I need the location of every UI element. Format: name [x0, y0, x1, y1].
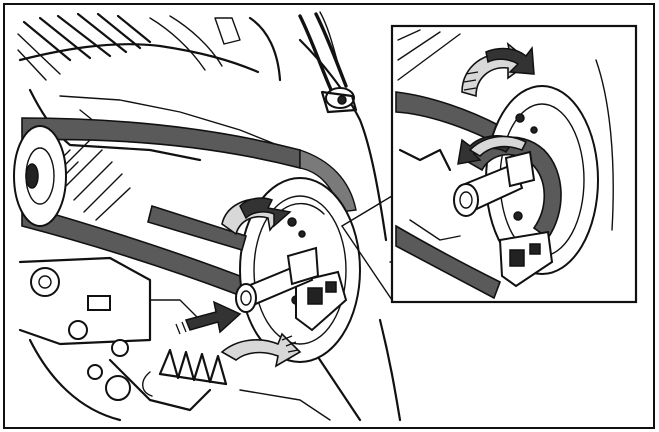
rotation-arrow-main	[221, 197, 292, 236]
spring	[142, 348, 228, 397]
callout-line-top	[341, 195, 393, 227]
push-arrow-light	[220, 332, 302, 368]
push-arrow-dark	[175, 300, 242, 335]
socket-wrench	[235, 246, 320, 313]
inset-rotation-arrow-top	[461, 41, 535, 98]
pulley-holder-tool	[147, 204, 348, 332]
callout-line-bottom	[341, 225, 393, 301]
left-pulley	[13, 125, 67, 227]
inset-rotation-arrow-middle	[457, 134, 528, 165]
figure-frame	[3, 3, 655, 429]
